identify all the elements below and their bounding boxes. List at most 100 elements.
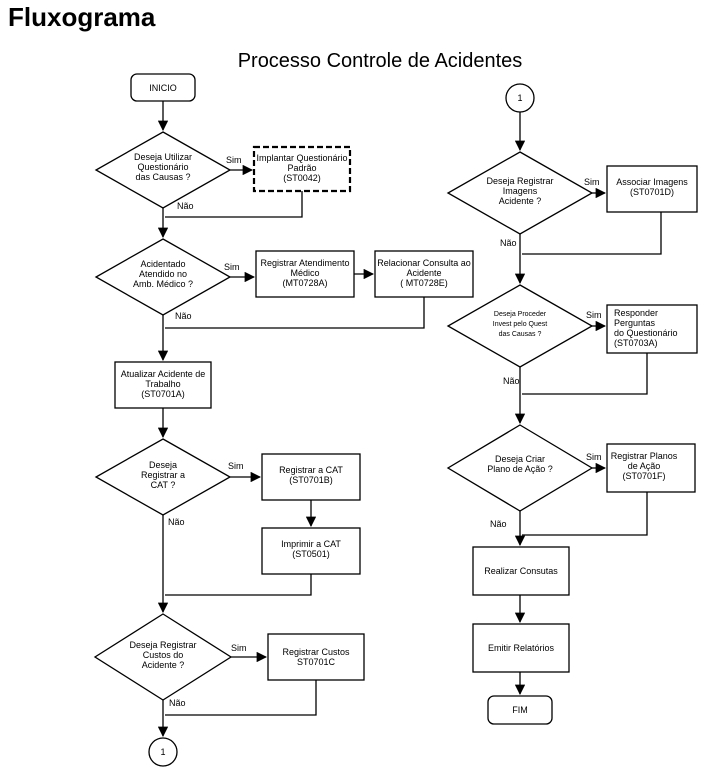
process-imprimir-cat-label: Imprimir a CAT(ST0501)	[281, 539, 341, 559]
yes-label: Sim	[226, 155, 242, 165]
page-title: Fluxograma	[8, 2, 156, 32]
no-label: Não	[490, 519, 507, 529]
yes-label: Sim	[584, 177, 600, 187]
connector-bottom	[148, 737, 178, 767]
process-imprimir-cat	[261, 527, 361, 575]
label-line: Atualizar Acidente de	[121, 369, 206, 379]
label-line: (ST0703A)	[614, 338, 658, 348]
label-line: Realizar Consutas	[484, 566, 558, 576]
label-line: (ST0042)	[283, 173, 321, 183]
label-line: das Causas ?	[499, 331, 542, 338]
process-registrar-planos	[606, 443, 696, 493]
label-line: Atendido no	[139, 269, 187, 279]
process-registrar-cat-label: Registrar a CAT(ST0701B)	[279, 465, 343, 485]
label-line: CAT ?	[151, 480, 176, 490]
label-line: Acidente ?	[142, 660, 185, 670]
label-line: INICIO	[149, 83, 177, 93]
no-label: Não	[500, 238, 517, 248]
label-line: Registrar Custos	[282, 647, 350, 657]
label-line: ( MT0728E)	[400, 278, 448, 288]
process-associar-imagens	[606, 165, 698, 213]
label-line: Registrar a CAT	[279, 465, 343, 475]
label-line: Médico	[290, 268, 319, 278]
end-terminator	[487, 695, 553, 725]
label-line: das Causas ?	[135, 172, 190, 182]
process-atualizar-acidente	[114, 361, 212, 409]
process-emitir-relatorios-label: Emitir Relatórios	[488, 643, 555, 653]
process-registrar-atendimento	[255, 250, 355, 298]
label-line: (ST0701A)	[141, 389, 185, 399]
label-line: Registrar Atendimento	[260, 258, 349, 268]
label-line: Plano de Ação ?	[487, 464, 553, 474]
no-label: Não	[177, 201, 194, 211]
yes-label: Sim	[224, 262, 240, 272]
label-line: Padrão	[287, 163, 316, 173]
yes-label: Sim	[586, 310, 602, 320]
label-line: Perguntas	[614, 318, 656, 328]
label-line: Questionário	[137, 162, 188, 172]
label-line: Imagens	[503, 186, 538, 196]
end-label: FIM	[512, 705, 528, 715]
process-realizar-consultas-label: Realizar Consutas	[484, 566, 558, 576]
label-line: Custos do	[143, 650, 184, 660]
label-line: Emitir Relatórios	[488, 643, 555, 653]
label-line: Acidentado	[140, 259, 185, 269]
label-line: Acidente ?	[499, 196, 542, 206]
process-relacionar-consulta	[374, 250, 474, 298]
label-line: Associar Imagens	[616, 177, 688, 187]
label-line: ST0701C	[297, 657, 336, 667]
label-line: Deseja Registrar	[129, 640, 196, 650]
connector-top-label: 1	[517, 93, 522, 103]
label-line: Relacionar Consulta ao	[377, 258, 471, 268]
label-line: Deseja	[149, 460, 177, 470]
label-line: (ST0701B)	[289, 475, 333, 485]
process-emitir-relatorios	[472, 623, 570, 673]
label-line: Imprimir a CAT	[281, 539, 341, 549]
process-realizar-consultas	[472, 546, 570, 596]
label-line: de Ação	[628, 461, 661, 471]
label-line: Invest pelo Quest	[493, 321, 548, 328]
label-line: Deseja Proceder	[494, 311, 547, 318]
label-line: Registrar a	[141, 470, 185, 480]
no-label: Não	[503, 376, 520, 386]
no-label: Não	[175, 311, 192, 321]
no-label: Não	[169, 698, 186, 708]
process-registrar-cat	[261, 453, 361, 501]
process-responder-perguntas	[606, 304, 698, 354]
label-line: (ST0701D)	[630, 187, 674, 197]
yes-label: Sim	[228, 461, 244, 471]
label-line: (ST0501)	[292, 549, 330, 559]
label-line: Responder	[614, 308, 658, 318]
label-line: (MT0728A)	[282, 278, 327, 288]
label-line: do Questionário	[614, 328, 678, 338]
connector-bottom-label: 1	[160, 747, 165, 757]
process-associar-imagens-label: Associar Imagens(ST0701D)	[616, 177, 688, 197]
label-line: Trabalho	[145, 379, 180, 389]
diagram-subtitle: Processo Controle de Acidentes	[238, 50, 523, 72]
process-implantar-questionario	[252, 145, 352, 193]
yes-label: Sim	[231, 643, 247, 653]
label-line: Registrar Planos	[611, 451, 678, 461]
label-line: Deseja Utilizar	[134, 152, 192, 162]
label-line: Implantar Questionário	[256, 153, 347, 163]
no-label: Não	[168, 517, 185, 527]
label-line: FIM	[512, 705, 528, 715]
label-line: Deseja Registrar	[486, 176, 553, 186]
label-line: Acidente	[406, 268, 441, 278]
label-line: Deseja Criar	[495, 454, 545, 464]
yes-label: Sim	[586, 452, 602, 462]
label-line: Amb. Médico ?	[133, 279, 193, 289]
